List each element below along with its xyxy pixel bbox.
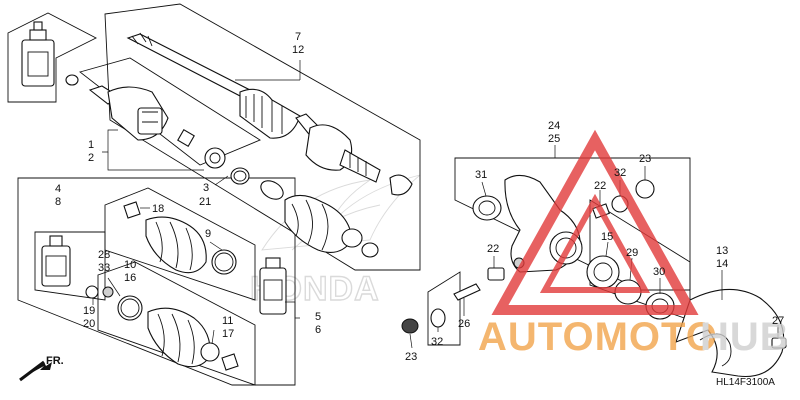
callout-10: 10 bbox=[124, 259, 136, 271]
cap-23 bbox=[401, 318, 419, 334]
washer-32-lower bbox=[430, 308, 446, 328]
callout-26: 26 bbox=[458, 318, 470, 330]
callout-5: 5 bbox=[315, 311, 321, 323]
callout-30: 30 bbox=[653, 266, 665, 278]
callout-13: 13 bbox=[716, 245, 728, 257]
callout-17: 17 bbox=[222, 328, 234, 340]
bolt-22 bbox=[487, 267, 505, 281]
callout-6: 6 bbox=[315, 324, 321, 336]
grease-tube bbox=[41, 235, 71, 287]
leader-lines bbox=[92, 60, 779, 349]
set-ring bbox=[102, 286, 114, 298]
callout-21: 21 bbox=[199, 196, 211, 208]
diagram-code: HL14F3100A bbox=[716, 377, 775, 388]
clip-small bbox=[177, 129, 195, 147]
pin-26 bbox=[453, 283, 481, 301]
dust-shield bbox=[675, 288, 785, 378]
callout-18: 18 bbox=[152, 203, 164, 215]
callout-19: 19 bbox=[83, 305, 95, 317]
callout-9: 9 bbox=[205, 228, 211, 240]
driveshaft-assembly bbox=[126, 32, 381, 183]
callout-32-upper: 32 bbox=[614, 167, 626, 179]
callout-22-upper: 22 bbox=[594, 180, 606, 192]
callout-7: 7 bbox=[295, 31, 301, 43]
callout-24: 24 bbox=[548, 120, 560, 132]
callout-4: 4 bbox=[55, 183, 61, 195]
callout-25: 25 bbox=[548, 133, 560, 145]
nut-23 bbox=[635, 179, 655, 199]
seal-31 bbox=[472, 195, 502, 221]
outer-boot-kit bbox=[117, 295, 239, 371]
shaft-boot-assembly bbox=[260, 174, 413, 258]
callout-22-lower: 22 bbox=[487, 243, 499, 255]
automotohub-watermark: AUTOMOTO HUB bbox=[478, 129, 790, 359]
callout-1: 1 bbox=[88, 139, 94, 151]
callout-32-lower: 32 bbox=[431, 336, 443, 348]
frame-outer-boot bbox=[97, 261, 256, 386]
watermark-text-right: HUB bbox=[700, 315, 790, 359]
callout-20: 20 bbox=[83, 318, 95, 330]
callout-23-upper: 23 bbox=[639, 153, 651, 165]
callout-2: 2 bbox=[88, 152, 94, 164]
callout-33: 33 bbox=[98, 262, 110, 274]
cage-and-ring bbox=[204, 147, 250, 185]
callout-31: 31 bbox=[475, 169, 487, 181]
inboard-joint-assembly bbox=[88, 85, 169, 141]
grease-bottle-center bbox=[259, 257, 287, 315]
callout-3: 3 bbox=[203, 182, 209, 194]
grease-bottle-top bbox=[21, 21, 55, 87]
inner-boot-kit bbox=[123, 201, 237, 275]
callout-14: 14 bbox=[716, 258, 728, 270]
front-arrow-label: FR. bbox=[46, 355, 64, 367]
watermark-triangle bbox=[491, 129, 699, 315]
callout-12: 12 bbox=[292, 44, 304, 56]
front-direction-arrow: FR. bbox=[19, 355, 64, 382]
bolt-27 bbox=[771, 337, 787, 349]
callout-8: 8 bbox=[55, 196, 61, 208]
watermark-text-left: AUTOMOTO bbox=[478, 315, 718, 359]
callout-27: 27 bbox=[772, 315, 784, 327]
callout-15: 15 bbox=[601, 231, 613, 243]
callout-16: 16 bbox=[124, 272, 136, 284]
bearing-15 bbox=[586, 255, 620, 289]
callout-29: 29 bbox=[626, 247, 638, 259]
frame-pin bbox=[427, 271, 461, 346]
callout-23-lower: 23 bbox=[405, 351, 417, 363]
snap-ring bbox=[85, 285, 99, 299]
callout-11: 11 bbox=[222, 315, 233, 327]
frame-inboard-joint bbox=[79, 57, 261, 166]
circlip-ring bbox=[65, 74, 79, 86]
callout-28: 28 bbox=[98, 249, 110, 261]
callout-labels: 7 12 1 2 3 21 4 8 18 9 28 33 10 16 19 20… bbox=[55, 31, 784, 363]
frame-knuckle bbox=[454, 157, 691, 291]
frame-driveshaft bbox=[104, 3, 421, 271]
frame-oil-kit bbox=[7, 12, 97, 103]
frame-grease-kit bbox=[34, 231, 106, 301]
